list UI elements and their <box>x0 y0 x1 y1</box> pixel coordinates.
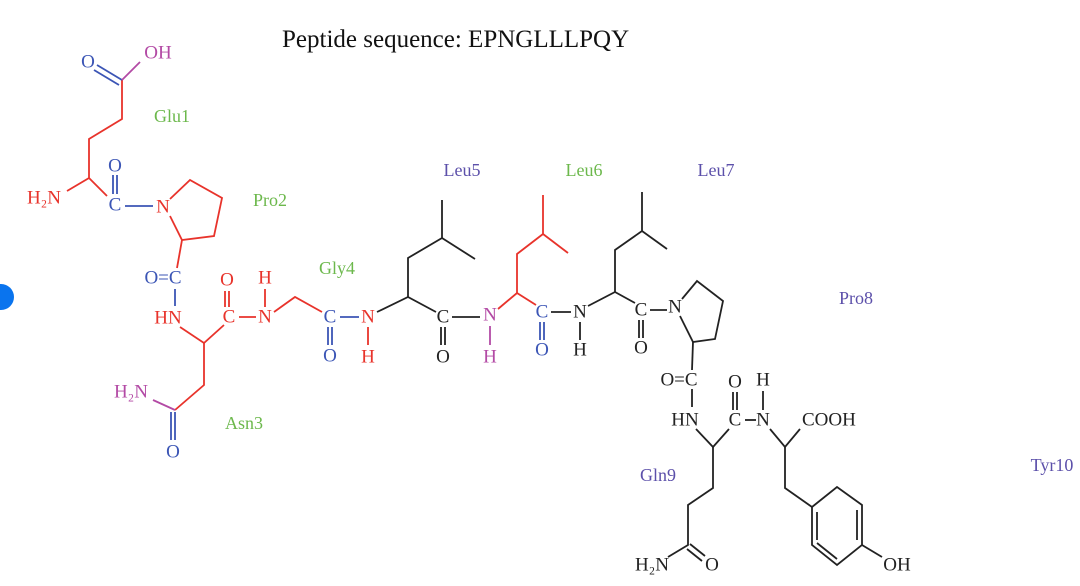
residue-label-pro2: Pro2 <box>253 190 287 210</box>
atom-label: H₂N <box>114 382 148 403</box>
atom-label: N <box>756 410 770 431</box>
residue-labels: Glu1 Pro2 Asn3 Gly4 Leu5 Leu6 Leu7 Pro8 … <box>154 106 1073 485</box>
atom-label: O <box>323 346 337 367</box>
atom-label: H <box>573 340 587 361</box>
residue-label-leu5: Leu5 <box>444 160 481 180</box>
atom-label: C <box>437 307 450 328</box>
residue-label-glu1: Glu1 <box>154 106 190 126</box>
atom-label: H₂N <box>635 555 669 576</box>
atom-label: OH <box>144 43 172 64</box>
atom-label: N <box>361 307 375 328</box>
atom-labels: O OH H₂N O C N O=C HN O C N H H₂N O C O … <box>27 43 911 576</box>
atom-label: N <box>668 297 682 318</box>
atom-label: C <box>109 195 122 216</box>
atom-label: O <box>535 340 549 361</box>
residue-label-gln9: Gln9 <box>640 465 676 485</box>
atom-label: O <box>728 372 742 393</box>
atom-label: O=C <box>660 370 697 391</box>
atom-label: H <box>483 347 497 368</box>
atom-label: OH <box>883 555 911 576</box>
atom-label: H <box>258 268 272 289</box>
atom-label: C <box>536 302 549 323</box>
atom-label: O <box>220 270 234 291</box>
atom-label: N <box>258 307 272 328</box>
atom-label: O <box>634 338 648 359</box>
residue-label-leu6: Leu6 <box>566 160 603 180</box>
atom-label: H₂N <box>27 188 61 209</box>
atom-label: N <box>156 197 170 218</box>
atom-label: COOH <box>802 410 856 431</box>
atom-label: N <box>483 305 497 326</box>
blue-marker-dot <box>0 284 14 310</box>
atom-label: O <box>436 347 450 368</box>
atom-label: O <box>81 52 95 73</box>
atom-label: H <box>756 370 770 391</box>
residue-label-asn3: Asn3 <box>225 413 263 433</box>
atom-label: H <box>361 347 375 368</box>
residue-label-leu7: Leu7 <box>698 160 735 180</box>
atom-label: O=C <box>144 268 181 289</box>
bonds <box>66 61 883 567</box>
atom-label: C <box>324 307 337 328</box>
residue-label-pro8: Pro8 <box>839 288 873 308</box>
atom-label: O <box>705 555 719 576</box>
atom-label: HN <box>671 410 699 431</box>
atom-label: O <box>108 156 122 177</box>
atom-label: C <box>223 307 236 328</box>
residue-label-tyr10: Tyr10 <box>1031 455 1074 475</box>
atom-label: C <box>635 300 648 321</box>
residue-label-gly4: Gly4 <box>319 258 355 278</box>
atom-label: C <box>729 410 742 431</box>
atom-label: N <box>573 302 587 323</box>
atom-label: O <box>166 442 180 463</box>
atom-label: HN <box>154 308 182 329</box>
diagram-title: Peptide sequence: EPNGLLLPQY <box>282 26 630 53</box>
